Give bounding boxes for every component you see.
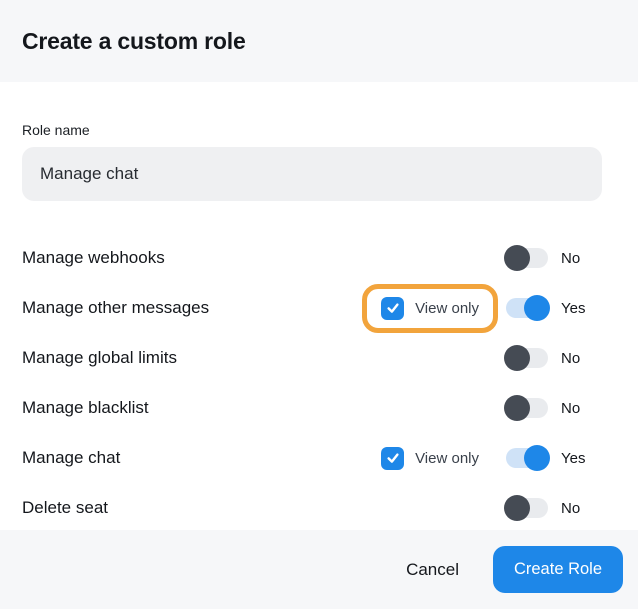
permission-label: Manage blacklist — [22, 398, 149, 417]
permission-label: Manage webhooks — [22, 248, 165, 267]
permission-toggle[interactable] — [504, 245, 548, 271]
dialog-body: Role name Manage webhooks No Manage othe… — [0, 82, 638, 530]
create-role-button[interactable]: Create Role — [493, 546, 623, 593]
view-only-label: View only — [415, 299, 479, 317]
toggle-value-label: Yes — [561, 299, 586, 317]
toggle-value-label: No — [561, 499, 581, 517]
checkmark-icon — [386, 303, 399, 313]
toggle-value-label: No — [561, 349, 581, 367]
toggle-group: No — [504, 345, 602, 371]
permission-row: Manage global limits No — [22, 333, 602, 383]
toggle-knob — [504, 345, 530, 371]
dialog-header: Create a custom role — [0, 0, 638, 82]
cancel-button[interactable]: Cancel — [404, 554, 461, 586]
toggle-group: Yes — [506, 445, 602, 471]
permission-row: Delete seat No — [22, 483, 602, 530]
toggle-group: Yes — [506, 295, 602, 321]
view-only-label: View only — [415, 449, 479, 467]
toggle-group: No — [504, 495, 602, 521]
toggle-knob — [504, 495, 530, 521]
permission-toggle[interactable] — [504, 395, 548, 421]
toggle-knob — [524, 295, 550, 321]
toggle-knob — [504, 245, 530, 271]
permission-row: Manage webhooks No — [22, 233, 602, 283]
view-only-group[interactable]: View only — [362, 283, 498, 333]
permission-toggle[interactable] — [506, 295, 550, 321]
permission-row: Manage other messages View only Yes — [22, 283, 602, 333]
permission-toggle[interactable] — [504, 495, 548, 521]
view-only-checkbox[interactable] — [381, 446, 405, 470]
toggle-group: No — [504, 245, 602, 271]
dialog-title: Create a custom role — [22, 27, 246, 54]
toggle-value-label: No — [561, 399, 581, 417]
role-name-input[interactable] — [22, 147, 602, 201]
toggle-knob — [524, 445, 550, 471]
permission-row: Manage blacklist No — [22, 383, 602, 433]
permission-label: Manage global limits — [22, 348, 177, 367]
toggle-knob — [504, 395, 530, 421]
permission-label: Delete seat — [22, 498, 108, 517]
dialog-footer: Cancel Create Role — [0, 530, 638, 609]
permission-row: Manage chat View only Yes — [22, 433, 602, 483]
checkmark-icon — [386, 453, 399, 463]
permission-toggle[interactable] — [504, 345, 548, 371]
toggle-group: No — [504, 395, 602, 421]
permission-label: Manage chat — [22, 448, 121, 467]
toggle-value-label: No — [561, 249, 581, 267]
permissions-list: Manage webhooks No Manage other messages… — [22, 233, 602, 530]
view-only-group[interactable]: View only — [362, 434, 498, 483]
permission-label: Manage other messages — [22, 298, 210, 317]
view-only-checkbox[interactable] — [381, 296, 405, 320]
role-name-label: Role name — [22, 122, 90, 138]
toggle-value-label: Yes — [561, 449, 586, 467]
permission-toggle[interactable] — [506, 445, 550, 471]
